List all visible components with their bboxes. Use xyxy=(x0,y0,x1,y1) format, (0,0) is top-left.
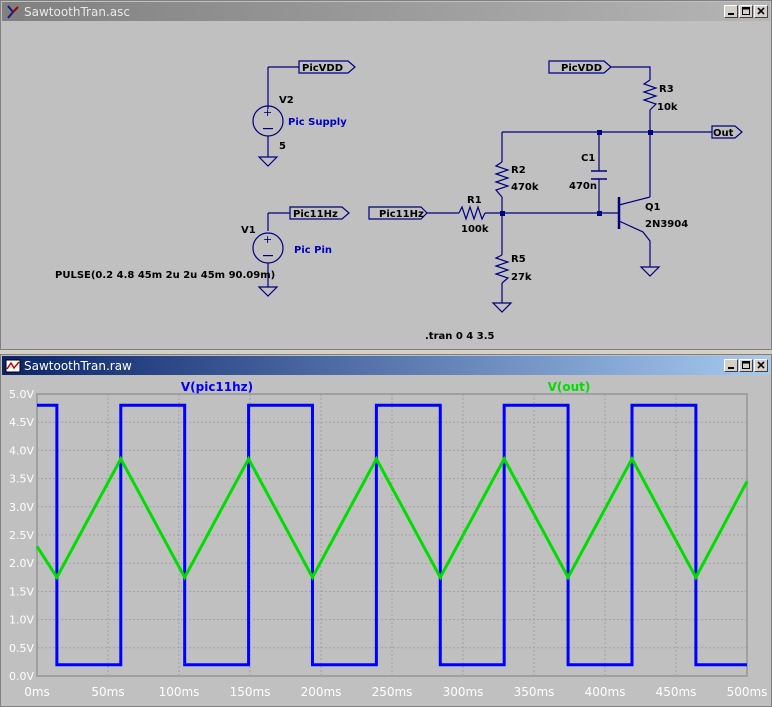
ground-icon xyxy=(639,266,661,277)
r5-name: R5 xyxy=(511,254,526,265)
schematic-window: SawtoothTran.asc xyxy=(0,0,772,350)
y-tick-label: 0.5V xyxy=(9,642,34,655)
schematic-title: SawtoothTran.asc xyxy=(24,4,130,19)
r1-name: R1 xyxy=(467,195,482,206)
svg-text:+: + xyxy=(263,106,272,119)
junction-dot xyxy=(500,211,505,216)
x-tick-label: 0ms xyxy=(24,685,50,699)
y-tick-label: 3.5V xyxy=(9,473,34,486)
junction-dot xyxy=(597,130,602,135)
y-tick-label: 0.0V xyxy=(9,670,34,683)
r2-value: 470k xyxy=(511,182,539,193)
v1-value: PULSE(0.2 4.8 45m 2u 2u 45m 90.09m) xyxy=(55,270,275,281)
ground-icon xyxy=(491,302,513,313)
net-flag-pic11hz-input[interactable] xyxy=(368,206,428,220)
net-flag-picvdd-r3[interactable] xyxy=(548,60,612,74)
flag-label-picvdd-r3: PicVDD xyxy=(561,63,602,74)
wire-picvdd-r3 xyxy=(611,66,651,80)
minimize-button[interactable] xyxy=(724,5,738,18)
maximize-icon xyxy=(742,361,750,369)
svg-text:+: + xyxy=(263,233,272,246)
waveform-plot[interactable]: 0ms 50ms 100ms 150ms 200ms 250ms 300ms 350ms 400… xyxy=(4,376,768,704)
y-tick-label: 1.5V xyxy=(9,585,34,598)
resistor-r1[interactable] xyxy=(458,205,486,221)
net-flag-pic11hz[interactable] xyxy=(289,206,350,220)
waveform-titlebar[interactable]: SawtoothTran.raw xyxy=(2,356,770,375)
legend-label[interactable]: V(pic11hz) xyxy=(181,380,253,394)
resistor-r5[interactable] xyxy=(494,254,510,284)
flag-label-pic11hz-input: Pic11Hz xyxy=(379,209,424,220)
flag-label-picvdd: PicVDD xyxy=(302,63,343,74)
minimize-button[interactable] xyxy=(724,359,738,372)
net-flag-out[interactable] xyxy=(711,125,743,139)
y-tick-label: 1.0V xyxy=(9,614,34,627)
junction-dot xyxy=(597,211,602,216)
schematic-canvas[interactable]: + + xyxy=(7,25,766,347)
close-button[interactable] xyxy=(754,359,768,372)
x-tick-label: 500ms xyxy=(727,685,768,699)
y-tick-label: 4.5V xyxy=(9,416,34,429)
x-tick-label: 350ms xyxy=(514,685,555,699)
y-tick-label: 4.0V xyxy=(9,444,34,457)
ground-icon xyxy=(257,156,279,167)
net-flag-picvdd[interactable] xyxy=(298,60,356,74)
close-icon xyxy=(757,7,765,15)
resistor-r3[interactable] xyxy=(642,79,658,111)
r3-name: R3 xyxy=(659,84,674,95)
schematic-titlebar[interactable]: SawtoothTran.asc xyxy=(2,2,770,21)
spice-directive[interactable]: .tran 0 4 3.5 xyxy=(425,331,494,342)
r3-value: 10k xyxy=(657,102,678,113)
x-tick-label: 50ms xyxy=(91,685,124,699)
x-tick-label: 200ms xyxy=(301,685,342,699)
resistor-r2[interactable] xyxy=(494,161,510,198)
ltspice-schematic-icon xyxy=(7,4,19,19)
x-tick-label: 100ms xyxy=(159,685,200,699)
x-tick-label: 250ms xyxy=(372,685,413,699)
flag-label-pic11hz: Pic11Hz xyxy=(293,209,338,220)
x-tick-label: 450ms xyxy=(656,685,697,699)
y-tick-label: 3.0V xyxy=(9,501,34,514)
v2-name: V2 xyxy=(279,95,294,106)
r2-name: R2 xyxy=(511,165,526,176)
x-tick-label: 150ms xyxy=(230,685,271,699)
y-tick-label: 2.0V xyxy=(9,557,34,570)
transistor-q1-emitter xyxy=(618,220,651,267)
maximize-icon xyxy=(742,7,750,15)
c1-value: 470n xyxy=(569,181,597,192)
flag-label-out: Out xyxy=(713,128,734,139)
x-tick-label: 300ms xyxy=(443,685,484,699)
minimize-icon xyxy=(728,367,734,369)
close-icon xyxy=(757,361,765,369)
v1-description: Pic Pin xyxy=(294,245,332,256)
v2-value: 5 xyxy=(279,141,286,152)
c1-name: C1 xyxy=(581,153,595,164)
x-tick-label: 400ms xyxy=(585,685,626,699)
r1-value: 100k xyxy=(461,224,489,235)
q1-value: 2N3904 xyxy=(645,219,688,230)
transistor-q1-collector xyxy=(618,196,651,206)
waveform-plot-icon xyxy=(5,359,21,372)
trace-v-out-[interactable] xyxy=(35,455,749,581)
legend-label[interactable]: V(out) xyxy=(548,380,591,394)
q1-name: Q1 xyxy=(645,202,661,213)
y-tick-label: 5.0V xyxy=(9,388,34,401)
v2-description: Pic Supply xyxy=(288,117,347,128)
minimize-icon xyxy=(728,13,734,15)
maximize-button[interactable] xyxy=(739,5,753,18)
v1-name: V1 xyxy=(241,225,256,236)
trace-v-pic11hz-[interactable] xyxy=(37,403,747,667)
close-button[interactable] xyxy=(754,5,768,18)
y-tick-label: 2.5V xyxy=(9,529,34,542)
ground-icon xyxy=(257,286,279,297)
waveform-title: SawtoothTran.raw xyxy=(24,358,132,373)
junction-dot xyxy=(648,130,653,135)
r5-value: 27k xyxy=(511,272,532,283)
maximize-button[interactable] xyxy=(739,359,753,372)
